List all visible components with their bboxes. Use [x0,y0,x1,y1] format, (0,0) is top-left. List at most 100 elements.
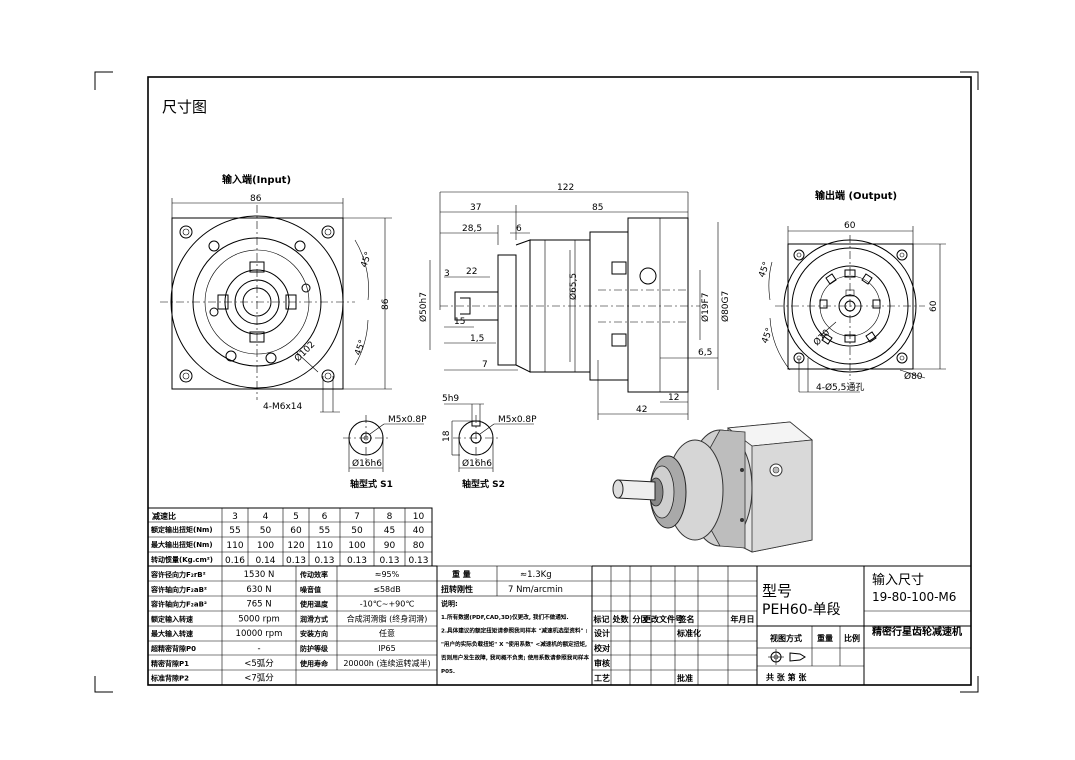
ratio-row-label: 额定输出扭矩(Nm) [150,525,213,534]
drawing-frame [147,76,972,686]
side-42-dim: 42 [636,405,647,415]
side-6-5-dim: 6,5 [698,348,712,358]
spec-middle-label: 传动效率 [299,570,328,579]
output-height-dim: 60 [929,300,939,312]
ratio-table-cell: 0.16 [225,556,245,566]
trim-mark-bottom-left [94,676,113,693]
revision-header-cell: 处数 [612,614,630,624]
weight-label: 重 量 [452,569,471,579]
s1-dia: Ø16h6 [352,458,382,469]
trim-mark-bottom-right [960,676,979,693]
revision-header-row: 标记处数分区更改文件号签名年月日 [593,614,755,624]
spec-left-label: 额定输入转速 [150,614,193,623]
input-angle-bottom: 45° [353,339,368,357]
ratio-table-cell: 55 [319,526,330,536]
spec-left-label: 容许轴向力F₂aB² [150,600,207,609]
side-1-5-dim: 1,5 [470,334,484,344]
gearbox-isometric-render [612,421,814,553]
ratio-header-cell: 7 [354,512,360,522]
ratio-header-cell: 3 [232,512,238,522]
title-block-grid [592,565,971,685]
scale-label: 比例 [844,633,860,643]
ratio-table-cell: 40 [413,526,425,536]
spec-notes: 1.所有数据(PDF,CAD,3D)仅更改, 我们不做通知.2.具体建议的额定扭… [440,613,590,675]
standardize-label: 标准化 [676,628,701,638]
spec-middle-value: -10℃~+90℃ [360,600,415,609]
ratio-table-cell: 0.13 [379,556,399,566]
revision-header-cell: 分区 [633,614,649,624]
ratio-header-label: 减速比 [152,511,176,521]
ratio-table-cell: 0.13 [347,556,367,566]
ratio-table-cell: 0.13 [314,556,334,566]
side-28-5-dim: 28,5 [462,224,482,234]
ratio-table-cell: 50 [260,526,272,536]
side-7-dim: 7 [482,360,488,370]
ratio-header-cell: 5 [293,512,299,522]
rigidity-label: 扭转刚性 [441,584,473,594]
side-37-dim: 37 [470,203,481,213]
input-height-dim: 86 [381,298,391,310]
projection-symbol-icon [768,649,806,665]
ratio-table-cell: 100 [257,541,274,551]
trim-mark-top-left [94,71,113,90]
spec-left-value: - [257,644,260,654]
spec-left-value: <5弧分 [244,658,274,669]
trim-mark-top-right [960,71,979,90]
revision-header-cell: 签名 [678,614,695,624]
input-view-title: 输入端(Input) [222,173,291,186]
model-value: PEH60-单段 [762,602,841,618]
spec-middle-value: 20000h (连续运转减半) [343,658,430,668]
ratio-table-cell: 80 [413,541,425,551]
ratio-table-cell: 0.13 [286,556,306,566]
output-dia80: Ø80 [904,371,923,382]
spec-middle-value: IP65 [378,644,395,653]
ratio-row-label: 转动惯量(Kg.cm²) [151,555,213,564]
spec-left-label: 超精密背隙P0 [151,644,196,653]
shaft-s1-caption: 轴型式 S1 [350,478,393,490]
side-section-view [429,191,719,420]
section-title: 尺寸图 [162,98,207,116]
s2-thread: M5x0.8P [498,415,537,425]
shaft-s1-view [343,415,424,472]
output-view-title: 输出端 (Output) [815,189,897,202]
notes-title: 说明: [441,599,458,608]
ratio-header-cell: 10 [413,512,425,522]
s2-height: 18 [442,430,452,442]
spec-note-line: 否则用户发生故障, 我司概不负责; 使用系数请参照我司样本 [440,654,590,662]
side-85-dim: 85 [592,203,603,213]
review-label: 审核 [594,658,610,668]
spec-left-label: 最大输入转速 [151,629,193,638]
input-size-label: 输入尺寸 [872,572,924,588]
spec-middle-value: 合成润滑脂 (终身润滑) [347,613,428,623]
spec-left-label: 精密背隙P1 [151,659,189,668]
ratio-header-cell: 8 [387,512,393,522]
side-dia19: Ø19F7 [700,293,711,322]
input-size-value: 19-80-100-M6 [872,590,956,604]
ratio-table-cell: 110 [226,541,243,551]
ratio-table-cell: 110 [316,541,333,551]
output-angle-top: 45° [757,261,772,279]
side-15-dim: 15 [454,317,465,327]
spec-left-value: 1530 N [244,570,275,580]
spec-middle-label: 安装方向 [300,629,328,638]
spec-left-label: 容许轴向力F₂aB² [150,585,207,594]
spec-left-value: 630 N [246,585,271,595]
s1-thread: M5x0.8P [388,415,427,425]
revision-header-cell: 更改文件号 [643,614,683,624]
s2-dia: Ø16h6 [462,458,492,469]
side-dia65: Ø65,5 [568,273,579,300]
spec-left-value: 765 N [246,600,271,610]
side-22-dim: 22 [466,267,477,277]
view-method-label: 视图方式 [770,633,802,643]
design-label: 设计 [594,628,610,638]
ratio-table-cell: 0.14 [255,556,275,566]
side-dia80: Ø80G7 [720,291,731,322]
spec-middle-label: 噪音值 [300,585,321,594]
spec-middle-label: 使用寿命 [299,659,329,668]
approve-label: 批准 [677,673,693,683]
output-holes-callout: 4-Ø5,5通孔 [816,382,864,393]
spec-left-value: <7弧分 [244,673,274,684]
spec-middle-value: 任意 [379,628,395,638]
sheet-count: 共 张 第 张 [766,672,807,682]
ratio-table-cell: 50 [351,526,363,536]
